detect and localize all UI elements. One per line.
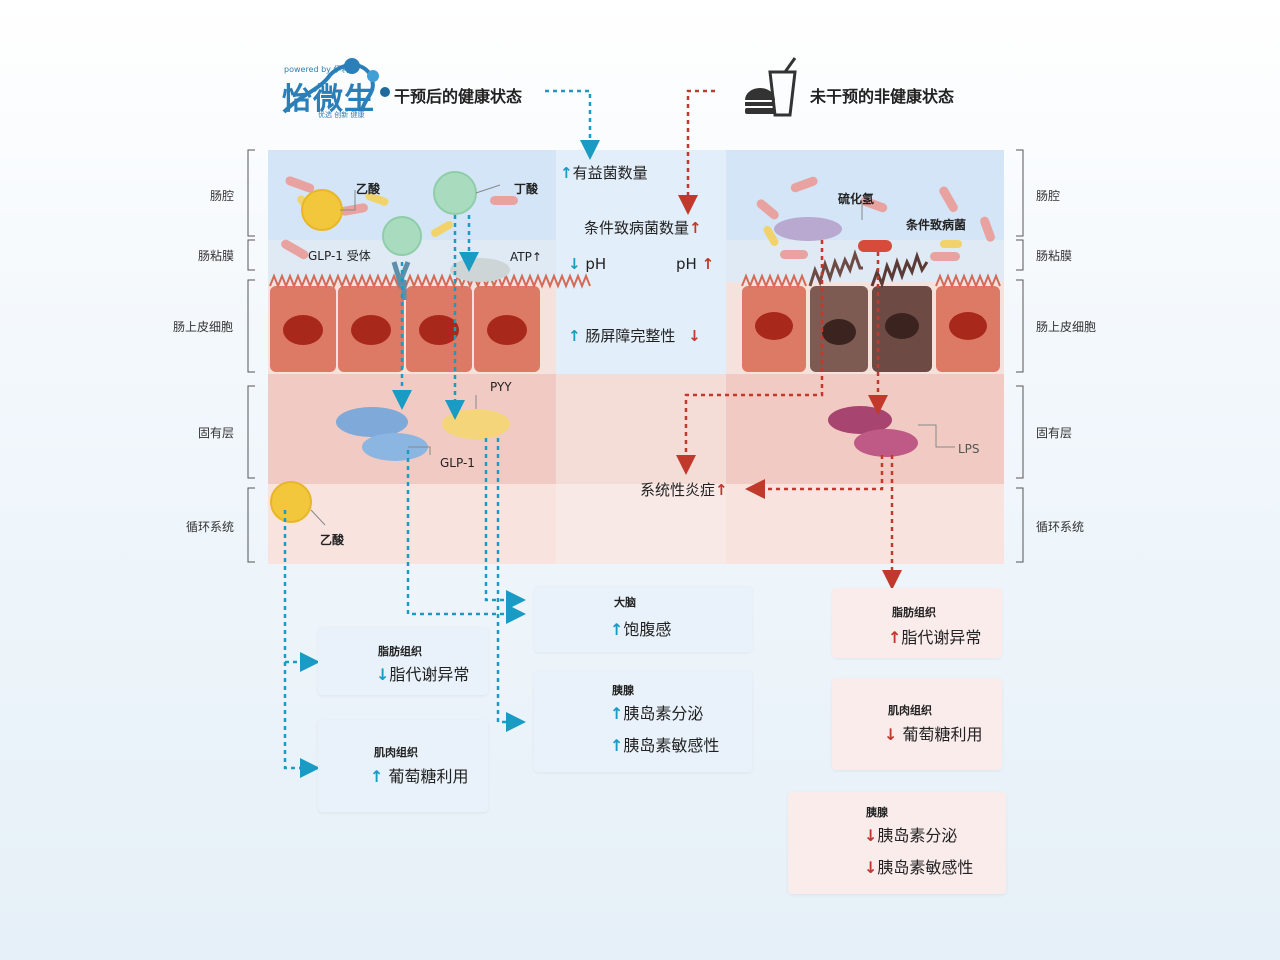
- up-arrow-icon: ↑: [715, 481, 728, 499]
- right-zone-brackets: [1016, 149, 1024, 563]
- card-line: ↓胰岛素敏感性: [864, 854, 973, 878]
- label-butyrate: 丁酸: [514, 182, 539, 196]
- logo-tagline: 优选 创新 健康: [318, 111, 365, 119]
- logo-name: 怡微生: [282, 82, 375, 117]
- down-arrow-icon: ↓: [688, 327, 701, 345]
- right-epithelial-cells: [741, 249, 1001, 372]
- card-line: ↓胰岛素分泌: [864, 822, 957, 846]
- down-arrow-icon: ↓: [376, 665, 390, 684]
- center-ph-left-text: pH: [585, 255, 607, 273]
- up-arrow-icon: ↑: [610, 704, 624, 723]
- card-line-text: 胰岛素敏感性: [877, 858, 974, 877]
- center-inflammation-text: 系统性炎症: [640, 481, 716, 499]
- card-title: 脂肪组织: [378, 645, 422, 658]
- center-beneficial-row: ↑有益菌数量: [560, 162, 648, 183]
- card-title: 胰腺: [866, 806, 888, 819]
- zone-left-lumen: 肠腔: [210, 189, 235, 203]
- card-right-muscle: 肌肉组织 ↓ 葡萄糖利用: [832, 678, 1002, 770]
- card-right-pancreas: 胰腺 ↓胰岛素分泌 ↓胰岛素敏感性: [788, 792, 1006, 894]
- card-line: ↓ 葡萄糖利用: [884, 721, 983, 745]
- card-line-text: 胰岛素分泌: [877, 826, 958, 845]
- zone-right-circulation: 循环系统: [1036, 520, 1085, 534]
- center-inflammation-row: 系统性炎症↑: [640, 479, 728, 500]
- label-h2s: 硫化氢: [838, 192, 875, 206]
- left-state-title: 干预后的健康状态: [394, 87, 523, 106]
- zone-left-lamina: 固有层: [198, 426, 235, 440]
- card-line: ↑脂代谢异常: [888, 624, 981, 648]
- label-lps: LPS: [958, 442, 980, 456]
- up-arrow-icon: ↑: [568, 327, 581, 345]
- left-epithelial-cells: [269, 273, 591, 372]
- card-title: 脂肪组织: [892, 606, 936, 619]
- left-panel: [268, 150, 556, 564]
- center-ph-right-text: pH: [676, 255, 697, 273]
- fastfood-icon: [745, 57, 797, 117]
- center-pathogen-row: 条件致病菌数量↑: [584, 217, 702, 238]
- label-glp1-receptor: GLP-1 受体: [308, 249, 371, 263]
- center-panel: [556, 150, 726, 564]
- card-line-text: 胰岛素分泌: [623, 704, 704, 723]
- label-acetate-circulation: 乙酸: [320, 533, 345, 547]
- down-arrow-icon: ↓: [864, 858, 878, 877]
- card-right-fat: 脂肪组织 ↑脂代谢异常: [832, 588, 1002, 658]
- card-line: ↑饱腹感: [610, 616, 671, 640]
- up-arrow-icon: ↑: [701, 255, 715, 273]
- label-atp: ATP↑: [510, 250, 542, 264]
- card-line-text: 胰岛素敏感性: [623, 736, 720, 755]
- right-bacteria: [756, 176, 995, 457]
- label-glp1: GLP-1: [440, 456, 475, 470]
- card-line: ↓脂代谢异常: [376, 661, 469, 685]
- down-arrow-icon: ↓: [864, 826, 878, 845]
- logo-graphic: [282, 58, 390, 114]
- label-pyy: PYY: [490, 380, 512, 394]
- card-left-muscle: 肌肉组织 ↑ 葡萄糖利用: [318, 720, 488, 812]
- card-line-text: 饱腹感: [623, 620, 672, 639]
- left-pathway-arrows: [283, 89, 600, 778]
- center-barrier-text: 肠屏障完整性: [585, 327, 676, 345]
- card-left-fat: 脂肪组织 ↓脂代谢异常: [318, 627, 488, 695]
- down-arrow-icon: ↓: [568, 255, 581, 273]
- zone-left-mucosa: 肠粘膜: [198, 249, 235, 263]
- up-arrow-icon: ↑: [560, 164, 573, 182]
- card-left-pancreas: 胰腺 ↑胰岛素分泌 ↑胰岛素敏感性: [534, 670, 752, 772]
- left-bacteria: [281, 171, 518, 300]
- down-arrow-icon: ↓: [884, 725, 898, 744]
- left-lamina-cells: [270, 184, 510, 526]
- card-line: ↑胰岛素敏感性: [610, 732, 719, 756]
- center-ph-right-row: pH ↑: [676, 255, 714, 273]
- logo-powered-text: powered by 伊利: [284, 65, 350, 74]
- up-arrow-icon: ↑: [610, 736, 624, 755]
- zone-left-epithelium: 肠上皮细胞: [173, 320, 234, 334]
- zone-right-lumen: 肠腔: [1036, 189, 1061, 203]
- card-line-text: 葡萄糖利用: [388, 767, 469, 786]
- up-arrow-icon: ↑: [370, 767, 384, 786]
- card-left-brain: 大脑 ↑饱腹感: [534, 586, 752, 652]
- zone-right-mucosa: 肠粘膜: [1036, 249, 1073, 263]
- label-pathogen-bacteria: 条件致病菌: [906, 218, 967, 232]
- up-arrow-icon: ↑: [888, 628, 902, 647]
- up-arrow-icon: ↑: [610, 620, 624, 639]
- right-state-title: 未干预的非健康状态: [810, 87, 955, 106]
- card-title: 肌肉组织: [374, 746, 418, 759]
- card-line-text: 脂代谢异常: [389, 665, 470, 684]
- center-pathogen-text: 条件致病菌数量: [584, 219, 690, 237]
- card-line-text: 葡萄糖利用: [902, 725, 983, 744]
- zone-left-circulation: 循环系统: [186, 520, 235, 534]
- card-title: 肌肉组织: [888, 704, 932, 717]
- zone-right-lamina: 固有层: [1036, 426, 1073, 440]
- up-arrow-icon: ↑: [689, 219, 702, 237]
- card-title: 大脑: [614, 596, 636, 609]
- center-barrier-row: ↑ 肠屏障完整性 ↓: [568, 325, 701, 346]
- right-pathway-arrows: [676, 89, 902, 590]
- center-ph-left-row: ↓ pH: [568, 255, 606, 273]
- card-line: ↑胰岛素分泌: [610, 700, 703, 724]
- card-line-text: 脂代谢异常: [901, 628, 982, 647]
- left-zone-brackets: [247, 149, 255, 563]
- label-acetate: 乙酸: [356, 182, 381, 196]
- center-beneficial-text: 有益菌数量: [572, 164, 648, 182]
- card-line: ↑ 葡萄糖利用: [370, 763, 469, 787]
- zone-right-epithelium: 肠上皮细胞: [1036, 320, 1097, 334]
- card-title: 胰腺: [612, 684, 634, 697]
